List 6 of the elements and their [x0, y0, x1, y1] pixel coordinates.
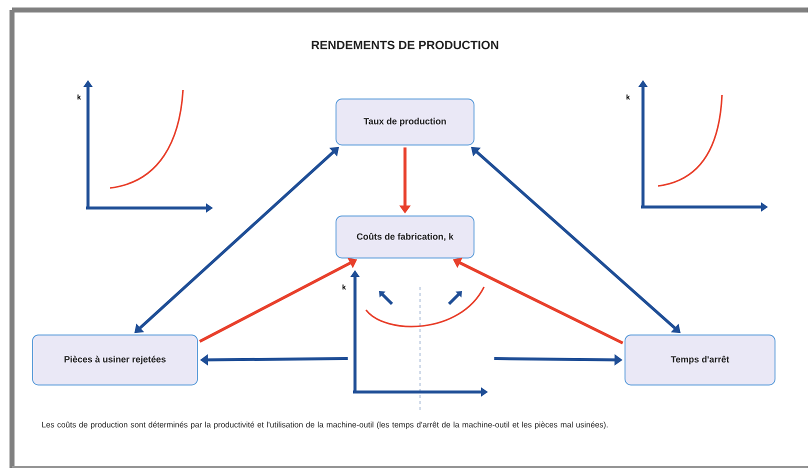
title: RENDEMENTS DE PRODUCTION: [312, 40, 498, 50]
process-box: Taux de production: [336, 98, 474, 146]
process-box: Temps d'arrêt: [624, 334, 776, 386]
process-box: Pièces à usiner rejetées: [32, 334, 198, 386]
caption: Les coûts de production sont déterminés par la productivité et l'utilisation de la machine-outil (les temps d'arrêt de la machine-outil et les pièces mal usinées).: [42, 422, 608, 430]
process-box: Coûts de fabrication, k: [336, 216, 474, 258]
